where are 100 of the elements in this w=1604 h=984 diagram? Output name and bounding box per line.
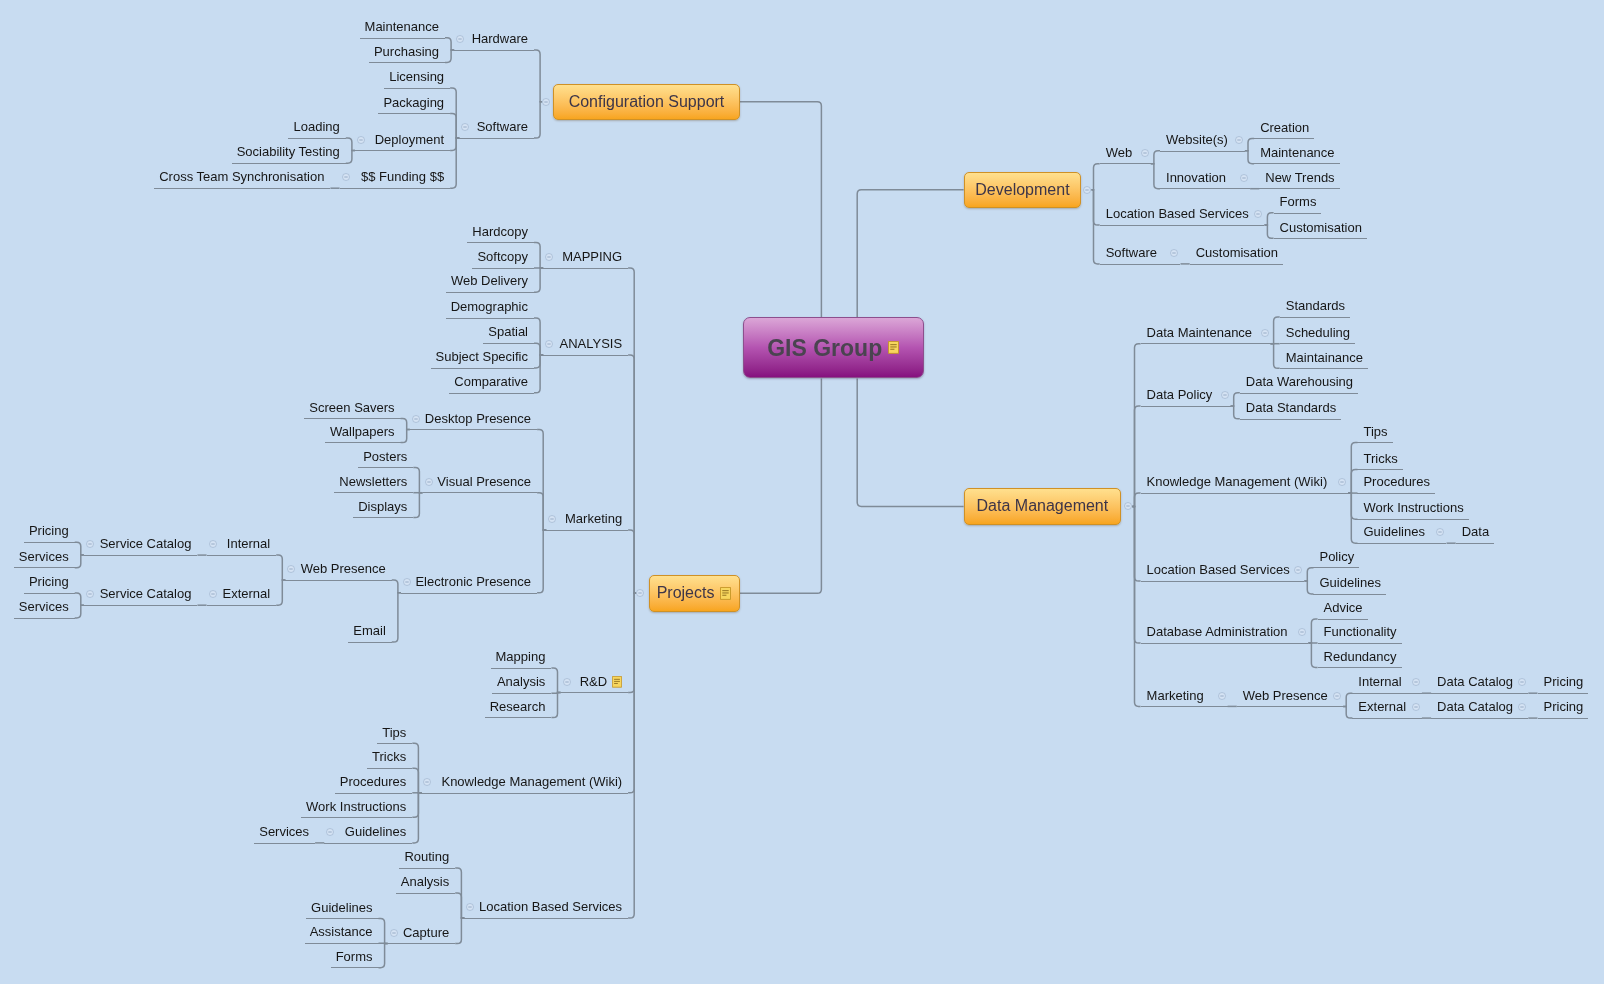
connector-line bbox=[444, 37, 455, 51]
topic-label: Tips bbox=[382, 724, 407, 741]
connector-line bbox=[1263, 224, 1275, 240]
topic-label: Service Catalog bbox=[99, 536, 192, 553]
connector-line bbox=[1347, 492, 1359, 544]
connector-line bbox=[1421, 717, 1432, 719]
topic-label: Projects bbox=[656, 583, 715, 604]
topic-label: Screen Savers bbox=[309, 399, 395, 416]
topic-label: Loading bbox=[293, 119, 340, 136]
topic-label: Services bbox=[18, 549, 69, 565]
connector-line bbox=[627, 592, 638, 919]
topic-label: Guidelines bbox=[1363, 524, 1425, 541]
topic-label: Knowledge Management (Wiki) bbox=[441, 774, 623, 791]
topic-label: Data Warehousing bbox=[1245, 374, 1353, 391]
topic-label: Data Policy bbox=[1146, 387, 1213, 404]
topic-label: Policy bbox=[1319, 549, 1355, 565]
connector-line bbox=[345, 137, 356, 152]
subtopic bbox=[560, 673, 629, 694]
connector-line bbox=[1229, 405, 1241, 420]
connector-line bbox=[1131, 492, 1142, 508]
topic-label: Packaging bbox=[383, 94, 445, 111]
topic-label: Data Catalog bbox=[1437, 699, 1513, 716]
topic-label: ANALYSIS bbox=[559, 336, 623, 353]
topic-label: Analysis bbox=[400, 874, 450, 891]
topic-label: Mapping bbox=[495, 649, 546, 666]
topic-label: Pricing bbox=[28, 574, 69, 591]
topic-label: Marketing bbox=[1146, 687, 1204, 704]
connector-line bbox=[345, 149, 356, 164]
topic-label: Guidelines bbox=[1319, 575, 1381, 592]
connector-line bbox=[1226, 705, 1238, 708]
topic-label: Maintenance bbox=[1260, 144, 1335, 161]
topic-label: Database Administration bbox=[1146, 624, 1288, 641]
topic-label: $$ Funding $$ bbox=[361, 169, 445, 186]
connector-line bbox=[533, 241, 544, 269]
connector-line bbox=[1269, 342, 1281, 370]
topic-label: Purchasing bbox=[373, 43, 439, 60]
topic-label: MAPPING bbox=[562, 249, 623, 266]
topic-label: Softcopy bbox=[477, 249, 528, 266]
connector-line bbox=[314, 842, 326, 844]
topic-label: Electronic Presence bbox=[415, 574, 532, 591]
topic-label: Guidelines bbox=[311, 899, 373, 916]
connector-line bbox=[533, 342, 544, 356]
connector-line bbox=[536, 529, 548, 594]
connector-line bbox=[1303, 580, 1315, 595]
connector-line bbox=[533, 101, 543, 139]
topic-label: Development bbox=[975, 179, 1070, 200]
topic-label: Scheduling bbox=[1285, 324, 1351, 341]
connector-line bbox=[738, 101, 823, 318]
topic-label: Tricks bbox=[1363, 450, 1398, 467]
topic-label: Website(s) bbox=[1166, 132, 1228, 149]
topic-label: Demographic bbox=[450, 299, 528, 316]
topic-label: Internal bbox=[1358, 674, 1402, 691]
topic-label: Redundancy bbox=[1323, 648, 1397, 665]
topic-label: R&D bbox=[579, 673, 608, 690]
subtopic bbox=[367, 749, 413, 769]
topic-label: Web bbox=[1105, 144, 1133, 161]
topic-label: Wallpapers bbox=[330, 423, 395, 440]
connector-line bbox=[1131, 505, 1142, 708]
connector-line bbox=[411, 792, 423, 844]
topic-label: Routing bbox=[404, 849, 450, 866]
connector-line bbox=[1527, 717, 1539, 719]
topic-label: Data Maintenance bbox=[1146, 324, 1253, 341]
connector-line bbox=[1307, 642, 1319, 669]
topic-label: Location Based Services bbox=[1105, 206, 1249, 223]
connector-line bbox=[1445, 542, 1457, 544]
connector-line bbox=[1090, 189, 1101, 265]
connector-line bbox=[391, 592, 402, 643]
topic-label: Tips bbox=[1363, 423, 1388, 440]
connector-line bbox=[377, 942, 389, 969]
topic-label: Data bbox=[1461, 524, 1490, 541]
topic-label: Data Management bbox=[976, 496, 1109, 517]
topic-label: Assistance bbox=[309, 924, 373, 941]
topic-label: Knowledge Management (Wiki) bbox=[1146, 474, 1328, 491]
topic-label: Forms bbox=[1279, 194, 1317, 210]
connector-line bbox=[73, 541, 85, 556]
connector-line bbox=[196, 554, 208, 556]
topic-label: New Trends bbox=[1265, 170, 1335, 186]
topic-label: Procedures bbox=[339, 774, 407, 791]
topic-label: Pricing bbox=[28, 523, 69, 540]
topic-label: Spatial bbox=[488, 324, 528, 341]
topic-label: Hardware bbox=[471, 31, 528, 48]
topic-label: Guidelines bbox=[344, 824, 407, 841]
topic-label: Subject Specific bbox=[435, 349, 528, 366]
topic-label: Web Presence bbox=[1242, 687, 1328, 704]
connector-line bbox=[449, 137, 461, 189]
connector-line bbox=[533, 49, 543, 103]
topic-label: Internal bbox=[226, 536, 271, 553]
topic-label: Posters bbox=[363, 448, 408, 465]
topic-label: Visual Presence bbox=[437, 473, 532, 490]
topic-label: Cross Team Synchronisation bbox=[159, 169, 325, 186]
topic-label: Email bbox=[353, 623, 386, 640]
connector-line bbox=[1244, 137, 1255, 152]
topic-label: Data Catalog bbox=[1437, 674, 1513, 691]
topic-label: Hardcopy bbox=[472, 223, 528, 240]
topic-label: Deployment bbox=[374, 131, 445, 148]
topic-label: Displays bbox=[358, 498, 408, 515]
topic-label: Location Based Services bbox=[1146, 562, 1290, 579]
connector-line bbox=[1244, 150, 1255, 165]
topic-label: Configuration Support bbox=[568, 91, 725, 112]
connector-line bbox=[533, 267, 544, 293]
